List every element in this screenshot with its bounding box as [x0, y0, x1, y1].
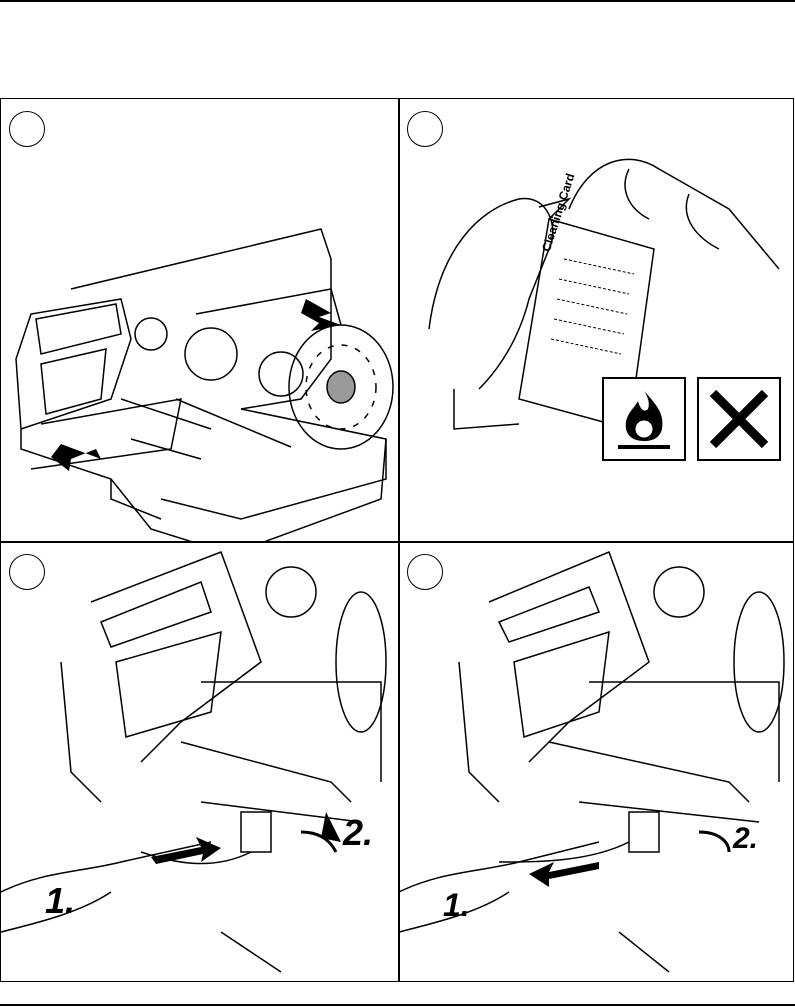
illustration-grid: Cleaning Card: [0, 98, 794, 982]
panel-step-c: 1. 2.: [1, 542, 398, 983]
callout-1: 1.: [45, 880, 75, 922]
cross-icon: [699, 379, 779, 459]
panel-step-d: 1. 2.: [399, 542, 795, 983]
panel-step-b: Cleaning Card: [399, 99, 795, 541]
callout-2: 2.: [733, 822, 758, 856]
hands-cleaning-card-illustration: [399, 99, 795, 541]
hazard-flammable-symbol: [602, 377, 686, 461]
callout-2: 2.: [343, 812, 373, 854]
bottom-rule: [0, 1004, 795, 1006]
top-rule: [0, 0, 795, 2]
panel-step-a: [1, 99, 398, 541]
printer-open-illustration: [1, 99, 398, 541]
flame-icon: [604, 379, 684, 459]
hazard-harmful-symbol: [697, 377, 781, 461]
callout-1: 1.: [443, 887, 470, 924]
